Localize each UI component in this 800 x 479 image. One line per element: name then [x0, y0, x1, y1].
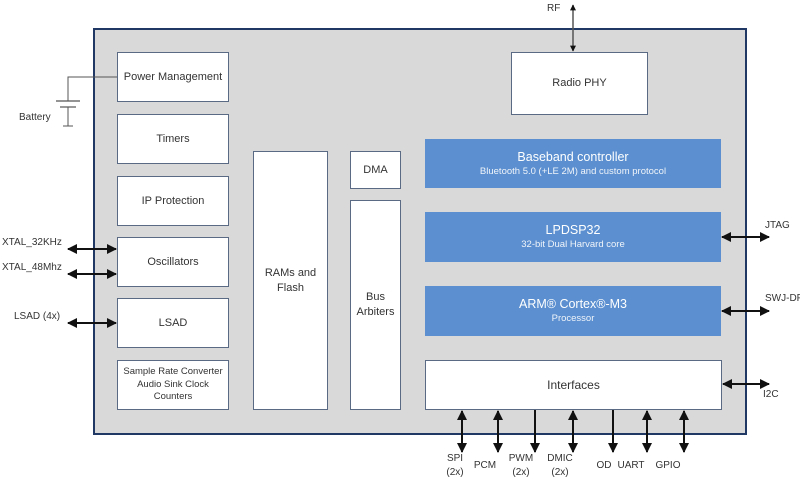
label-lsad-4x: LSAD (4x): [14, 311, 61, 322]
block-bus-arbiters: Bus Arbiters: [350, 200, 401, 410]
core-title: ARM® Cortex®-M3: [518, 297, 627, 312]
block-interfaces: Interfaces: [425, 360, 722, 410]
label-rf: RF: [547, 3, 561, 14]
label-line1: PCM: [473, 460, 497, 471]
label-i2c: I2C: [763, 389, 779, 400]
label-pcm: PCM: [470, 459, 500, 473]
block-label: Timers: [156, 132, 190, 145]
core-baseband-controller: Baseband controller Bluetooth 5.0 (+LE 2…: [425, 139, 721, 188]
block-dma: DMA: [350, 151, 401, 189]
core-title: Baseband controller: [517, 149, 629, 164]
label-line1: UART: [617, 460, 645, 471]
label-uart: UART: [614, 459, 648, 473]
label-line2: (2x): [512, 466, 530, 478]
label-line1: DMIC: [547, 453, 573, 464]
label-dmic: DMIC (2x): [544, 452, 576, 479]
block-oscillators: Oscillators: [117, 237, 229, 287]
core-title: LPDSP32: [545, 223, 601, 238]
label-line2: (2x): [446, 466, 464, 478]
label-spi: SPI (2x): [440, 452, 470, 479]
block-label: Oscillators: [147, 255, 199, 268]
label-line2: (2x): [551, 466, 569, 478]
label-swj-dp: SWJ-DP: [765, 293, 800, 304]
block-label-line2: Arbiters: [356, 306, 395, 318]
label-line1: PWM: [508, 453, 534, 464]
block-label: Interfaces: [547, 377, 600, 392]
label-jtag: JTAG: [765, 220, 790, 231]
block-ip-protection: IP Protection: [117, 176, 229, 226]
core-lpdsp32: LPDSP32 32-bit Dual Harvard core: [425, 212, 721, 262]
label-line1: GPIO: [655, 460, 681, 471]
block-label: IP Protection: [141, 194, 205, 207]
block-power-management: Power Management: [117, 52, 229, 102]
label-line1: OD: [596, 460, 612, 471]
label-xtal-48mhz: XTAL_48Mhz: [2, 262, 62, 273]
block-label-line1: Bus: [366, 291, 385, 304]
block-radio-phy: Radio PHY: [511, 52, 648, 115]
label-od: OD: [589, 459, 619, 473]
block-label-line1: RAMs and: [264, 266, 317, 279]
core-subtitle: Processor: [551, 313, 595, 325]
label-xtal-32khz: XTAL_32KHz: [2, 237, 62, 248]
core-subtitle: Bluetooth 5.0 (+LE 2M) and custom protoc…: [479, 165, 667, 177]
label-pwm: PWM (2x): [506, 452, 536, 479]
block-lsad: LSAD: [117, 298, 229, 348]
block-label: DMA: [363, 163, 388, 176]
block-label: LSAD: [158, 316, 188, 329]
core-arm-cortex-m3: ARM® Cortex®-M3 Processor: [425, 286, 721, 336]
block-rams-flash: RAMs and Flash: [253, 151, 328, 410]
block-sample-rate-converter: Sample Rate Converter Audio Sink Clock C…: [117, 360, 229, 410]
block-label: Power Management: [123, 70, 223, 83]
block-label-line1: Sample Rate Converter: [123, 365, 223, 377]
label-line1: SPI: [446, 453, 464, 464]
label-battery: Battery: [19, 112, 51, 123]
core-subtitle: 32-bit Dual Harvard core: [521, 239, 625, 251]
block-label-line2: Flash: [277, 281, 304, 294]
block-timers: Timers: [117, 114, 229, 164]
block-label-line2: Audio Sink Clock Counters: [137, 378, 209, 403]
label-gpio: GPIO: [651, 459, 685, 473]
block-label: Radio PHY: [552, 77, 607, 90]
